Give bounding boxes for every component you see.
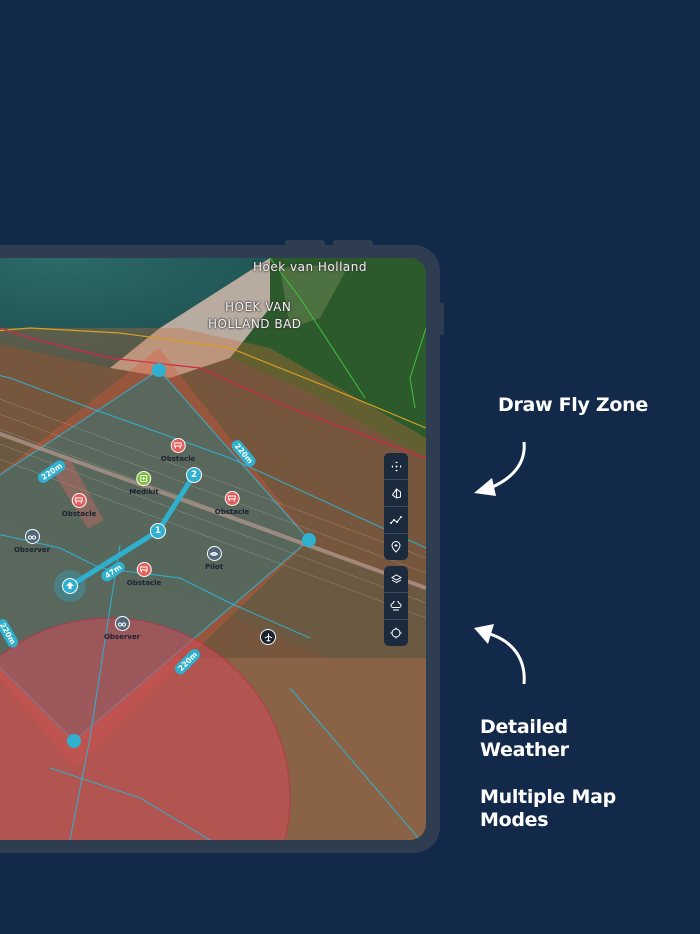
obstacle-marker[interactable]: Obstacle (215, 491, 249, 516)
waypoint-2[interactable]: 2 (186, 467, 202, 483)
medikit-icon (136, 471, 152, 486)
barrier-icon (224, 491, 240, 506)
callout-draw-fly-zone: Draw Fly Zone (498, 394, 648, 416)
observer-marker[interactable]: Observer (104, 616, 140, 641)
obstacle-marker[interactable]: Obstacle (127, 562, 161, 587)
arrow-to-draw-tools-icon (474, 441, 526, 496)
draw-toolbar (384, 453, 408, 560)
locate-button[interactable] (384, 620, 408, 646)
home-takeoff-point[interactable] (62, 578, 78, 594)
weather-icon (390, 600, 402, 611)
zone-shape-icon (391, 487, 401, 499)
barrier-icon (71, 493, 87, 508)
airport-marker[interactable] (260, 629, 276, 645)
add-point-icon (391, 541, 401, 553)
obstacle-marker[interactable]: Obstacle (62, 493, 96, 518)
callout-multiple-map-modes: Multiple Map Modes (480, 786, 616, 831)
device-power-button (438, 303, 444, 335)
move-tool-button[interactable] (384, 453, 408, 480)
binoculars-icon (24, 529, 40, 544)
device-volume-button-2 (333, 240, 373, 248)
locate-icon (390, 627, 402, 639)
map-toolbar (384, 566, 408, 646)
pilot-icon (206, 546, 222, 561)
barrier-icon (170, 438, 186, 453)
barrier-icon (136, 562, 152, 577)
map-layers-button[interactable] (384, 566, 408, 593)
path-icon (390, 515, 402, 524)
map-view[interactable]: Hoek van Holland HOEK VAN HOLLAND BAD 22… (0, 258, 426, 840)
weather-button[interactable] (384, 593, 408, 620)
binoculars-icon (114, 616, 130, 631)
callout-detailed-weather: Detailed Weather (480, 716, 569, 761)
pilot-marker[interactable]: Pilot (205, 546, 223, 571)
takeoff-icon (62, 578, 78, 594)
airplane-icon (260, 629, 276, 645)
observer-marker[interactable]: Observer (14, 529, 50, 554)
place-label-hoek-van-holland: Hoek van Holland (253, 260, 367, 274)
medikit-marker[interactable]: Medikit (129, 471, 159, 496)
draw-path-button[interactable] (384, 507, 408, 534)
device-volume-button (285, 240, 325, 248)
draw-zone-button[interactable] (384, 480, 408, 507)
obstacle-marker[interactable]: Obstacle (161, 438, 195, 463)
layers-icon (390, 573, 402, 583)
place-label-hoek-van-holland-bad-1: HOEK VAN (225, 300, 292, 314)
waypoint-1[interactable]: 1 (150, 523, 166, 539)
move-icon (391, 461, 401, 471)
place-label-hoek-van-holland-bad-2: HOLLAND BAD (208, 317, 302, 331)
arrow-to-map-tools-icon (474, 624, 526, 685)
add-point-button[interactable] (384, 534, 408, 560)
